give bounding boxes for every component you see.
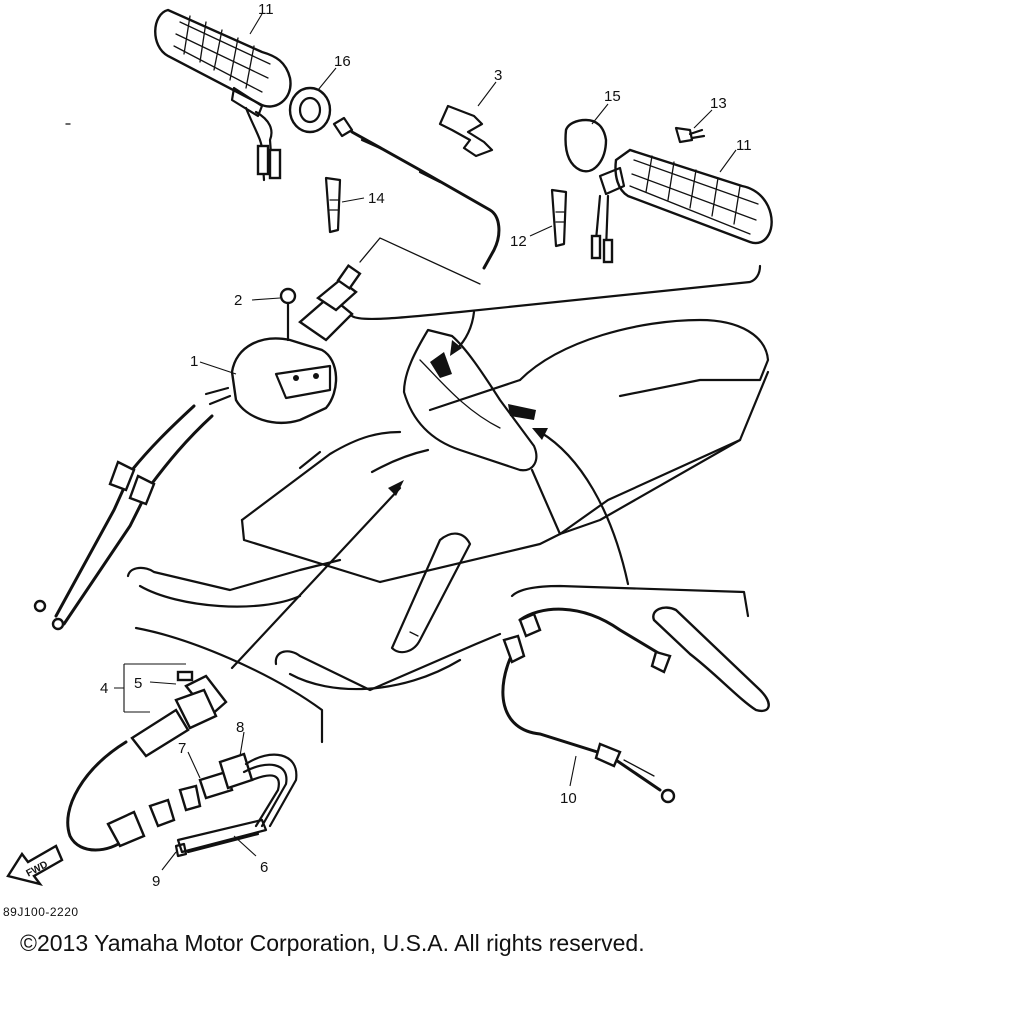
throttle-housing[interactable]	[204, 263, 362, 424]
callout-1: 1	[190, 353, 237, 375]
lower-right-arrow	[538, 430, 630, 586]
left-handlebar-grip[interactable]	[154, 8, 292, 182]
callout-2: 2	[234, 292, 281, 309]
svg-text:9: 9	[152, 873, 160, 890]
throttle-cable-pair[interactable]	[33, 404, 214, 631]
callout-4: 4	[100, 680, 108, 697]
protector-tube-6[interactable]	[176, 818, 268, 854]
cable-band-12[interactable]	[550, 188, 568, 248]
snowmobile-body	[126, 318, 770, 692]
callout-4-5-bracket	[114, 663, 186, 713]
lower-right-group-bracket	[510, 584, 750, 618]
callout-16: 16	[317, 53, 351, 91]
callout-12: 12	[510, 225, 553, 250]
kill-switch-cable[interactable]	[66, 740, 202, 852]
callout-13: 13	[693, 95, 727, 129]
cable-clip[interactable]	[438, 104, 494, 158]
callout-5: 5	[134, 675, 142, 692]
svg-text:6: 6	[260, 859, 268, 876]
lower-left-group-bracket	[134, 626, 324, 744]
callout-8: 8	[236, 719, 245, 757]
copyright-notice: ©2013 Yamaha Motor Corporation, U.S.A. A…	[20, 930, 645, 956]
svg-text:2: 2	[234, 292, 242, 309]
svg-text:11: 11	[736, 137, 752, 154]
callout-14: 14	[341, 190, 385, 207]
svg-text:13: 13	[710, 95, 727, 112]
callout-6: 6	[233, 835, 268, 876]
svg-text:8: 8	[236, 719, 244, 736]
svg-text:10: 10	[560, 790, 577, 807]
screw-2[interactable]	[279, 287, 297, 342]
forward-direction-icon: FWD	[6, 844, 64, 886]
svg-text:16: 16	[334, 53, 351, 70]
terminal-9[interactable]	[174, 842, 188, 858]
callout-3: 3	[477, 67, 502, 107]
svg-text:14: 14	[368, 190, 385, 207]
svg-text:15: 15	[604, 88, 621, 105]
callout-15: 15	[591, 88, 621, 125]
cable-band-14[interactable]	[324, 176, 342, 234]
cable-connector-line	[359, 237, 481, 285]
right-handlebar-grip[interactable]	[590, 148, 773, 264]
diagram-code: 89J100-2220	[3, 905, 79, 919]
svg-text:5: 5	[134, 675, 142, 692]
callout-10: 10	[560, 755, 577, 807]
svg-text:3: 3	[494, 67, 502, 84]
callout-7: 7	[178, 740, 201, 779]
callout-9: 9	[152, 851, 177, 890]
svg-text:11: 11	[258, 1, 274, 18]
callout-11-right: 11	[719, 137, 752, 173]
grip-end-ring[interactable]	[288, 86, 332, 134]
brake-lever[interactable]	[652, 606, 770, 713]
brake-cable[interactable]	[501, 607, 676, 804]
screw-13[interactable]	[674, 126, 706, 144]
handlebar-group-arrow	[454, 310, 476, 352]
svg-text:1: 1	[190, 353, 198, 370]
handlebar-group-bracket	[350, 264, 762, 321]
switch-assembly[interactable]	[130, 670, 228, 758]
throttle-cable-upper[interactable]	[332, 116, 501, 270]
callout-11-left: 11	[249, 1, 274, 35]
wire-harness-8[interactable]	[218, 752, 298, 828]
svg-text:4: 4	[100, 680, 108, 697]
svg-text:12: 12	[510, 233, 527, 250]
lower-left-arrow	[230, 486, 402, 670]
grip-end-cap[interactable]	[564, 118, 608, 173]
svg-text:7: 7	[178, 740, 186, 757]
